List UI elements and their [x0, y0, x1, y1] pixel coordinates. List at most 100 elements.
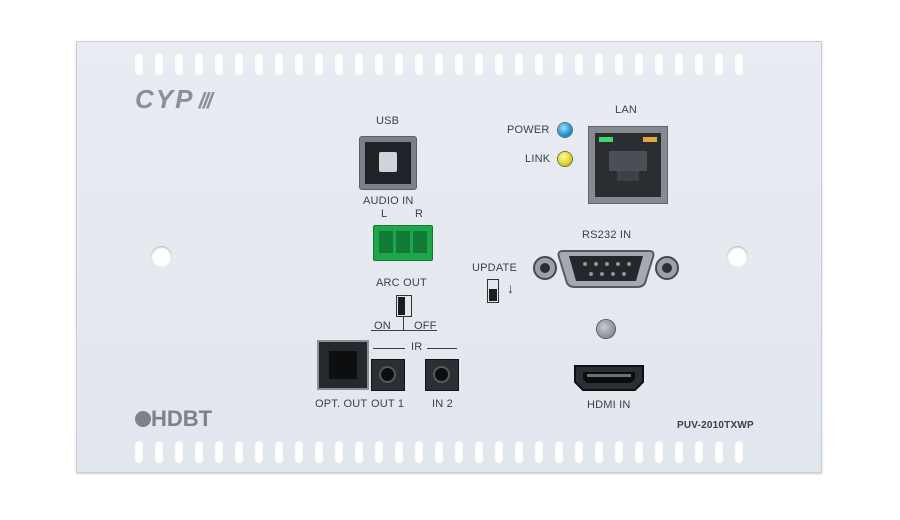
audio-terminal-block[interactable]	[373, 225, 433, 261]
vent-slot	[215, 52, 223, 75]
vent-slot	[715, 52, 723, 75]
usb-b-port[interactable]	[360, 137, 416, 189]
vent-slot	[615, 440, 623, 463]
vent-slot	[195, 52, 203, 75]
bottom-vent-slots	[135, 440, 743, 463]
ir-out1-jack[interactable]	[371, 359, 405, 391]
arc-on-line	[371, 330, 404, 331]
vent-slot	[515, 440, 523, 463]
vent-slot	[315, 440, 323, 463]
vent-slot	[695, 52, 703, 75]
vent-slot	[155, 440, 163, 463]
vent-slot	[435, 440, 443, 463]
vent-slot	[635, 440, 643, 463]
vent-slot	[395, 52, 403, 75]
vent-slot	[135, 52, 143, 75]
vent-slot	[575, 52, 583, 75]
power-label: POWER	[507, 124, 550, 136]
vent-slot	[255, 52, 263, 75]
vent-slot	[495, 440, 503, 463]
lan-rj45-port[interactable]	[588, 126, 668, 204]
vent-slot	[295, 440, 303, 463]
vent-slot	[315, 52, 323, 75]
vent-slot	[715, 440, 723, 463]
vent-slot	[335, 52, 343, 75]
vent-slot	[395, 440, 403, 463]
vent-slot	[655, 52, 663, 75]
hdbt-logo: HDBT	[135, 406, 212, 432]
hdmi-in-label: HDMI IN	[587, 399, 631, 411]
in2-label: IN 2	[432, 398, 453, 410]
optical-out-port[interactable]	[317, 340, 369, 390]
vent-slot	[175, 52, 183, 75]
vent-slot	[515, 52, 523, 75]
vent-slot	[735, 52, 743, 75]
usb-label: USB	[376, 115, 400, 127]
lan-label: LAN	[615, 104, 637, 116]
vent-slot	[595, 52, 603, 75]
ir-line-left	[373, 348, 405, 349]
vent-slot	[255, 440, 263, 463]
vent-slot	[275, 440, 283, 463]
vent-slot	[175, 440, 183, 463]
hdmi-in-port[interactable]	[573, 364, 645, 392]
vent-slot	[595, 440, 603, 463]
arc-off-label: OFF	[414, 320, 437, 332]
vent-slot	[355, 52, 363, 75]
arc-off-line	[404, 330, 437, 331]
vent-slot	[455, 52, 463, 75]
vent-slot	[555, 52, 563, 75]
vent-slot	[415, 440, 423, 463]
vent-slot	[335, 440, 343, 463]
vent-slot	[535, 52, 543, 75]
vent-slot	[375, 52, 383, 75]
audio-r-label: R	[415, 208, 424, 220]
arc-out-label: ARC OUT	[376, 277, 427, 289]
ir-in2-jack[interactable]	[425, 359, 459, 391]
vent-slot	[415, 52, 423, 75]
audio-l-label: L	[381, 208, 388, 220]
vent-slot	[215, 440, 223, 463]
vent-slot	[675, 440, 683, 463]
opt-out-label: OPT. OUT	[315, 398, 368, 410]
screw-icon	[597, 320, 615, 338]
vent-slot	[435, 52, 443, 75]
vent-slot	[235, 440, 243, 463]
vent-slot	[275, 52, 283, 75]
vent-slot	[355, 440, 363, 463]
update-label: UPDATE	[472, 262, 518, 274]
vent-slot	[535, 440, 543, 463]
vent-slot	[475, 52, 483, 75]
arc-out-switch[interactable]	[396, 295, 412, 317]
vent-slot	[495, 52, 503, 75]
update-switch[interactable]	[487, 279, 499, 303]
vent-slot	[155, 52, 163, 75]
vent-slot	[455, 440, 463, 463]
vent-slot	[135, 440, 143, 463]
left-mounting-hole	[151, 246, 172, 267]
vent-slot	[235, 52, 243, 75]
vent-slot	[195, 440, 203, 463]
rs232-db9-port[interactable]	[533, 245, 679, 291]
rs232-in-label: RS232 IN	[582, 229, 632, 241]
vent-slot	[615, 52, 623, 75]
right-mounting-hole	[727, 246, 748, 267]
vent-slot	[375, 440, 383, 463]
link-label: LINK	[525, 153, 551, 165]
vent-slot	[575, 440, 583, 463]
vent-slot	[675, 52, 683, 75]
vent-slot	[295, 52, 303, 75]
link-led	[558, 152, 572, 166]
top-vent-slots	[135, 52, 743, 75]
ir-label: IR	[411, 341, 423, 353]
arc-divider-vertical	[403, 317, 404, 330]
power-led	[558, 123, 572, 137]
vent-slot	[475, 440, 483, 463]
update-arrow-icon: ↓	[507, 280, 515, 296]
vent-slot	[635, 52, 643, 75]
vent-slot	[735, 440, 743, 463]
wall-plate: CYP /// USB AUDIO IN L R ARC OUT ON OFF …	[76, 41, 822, 473]
vent-slot	[655, 440, 663, 463]
audio-in-label: AUDIO IN	[363, 195, 414, 207]
ir-line-right	[427, 348, 457, 349]
